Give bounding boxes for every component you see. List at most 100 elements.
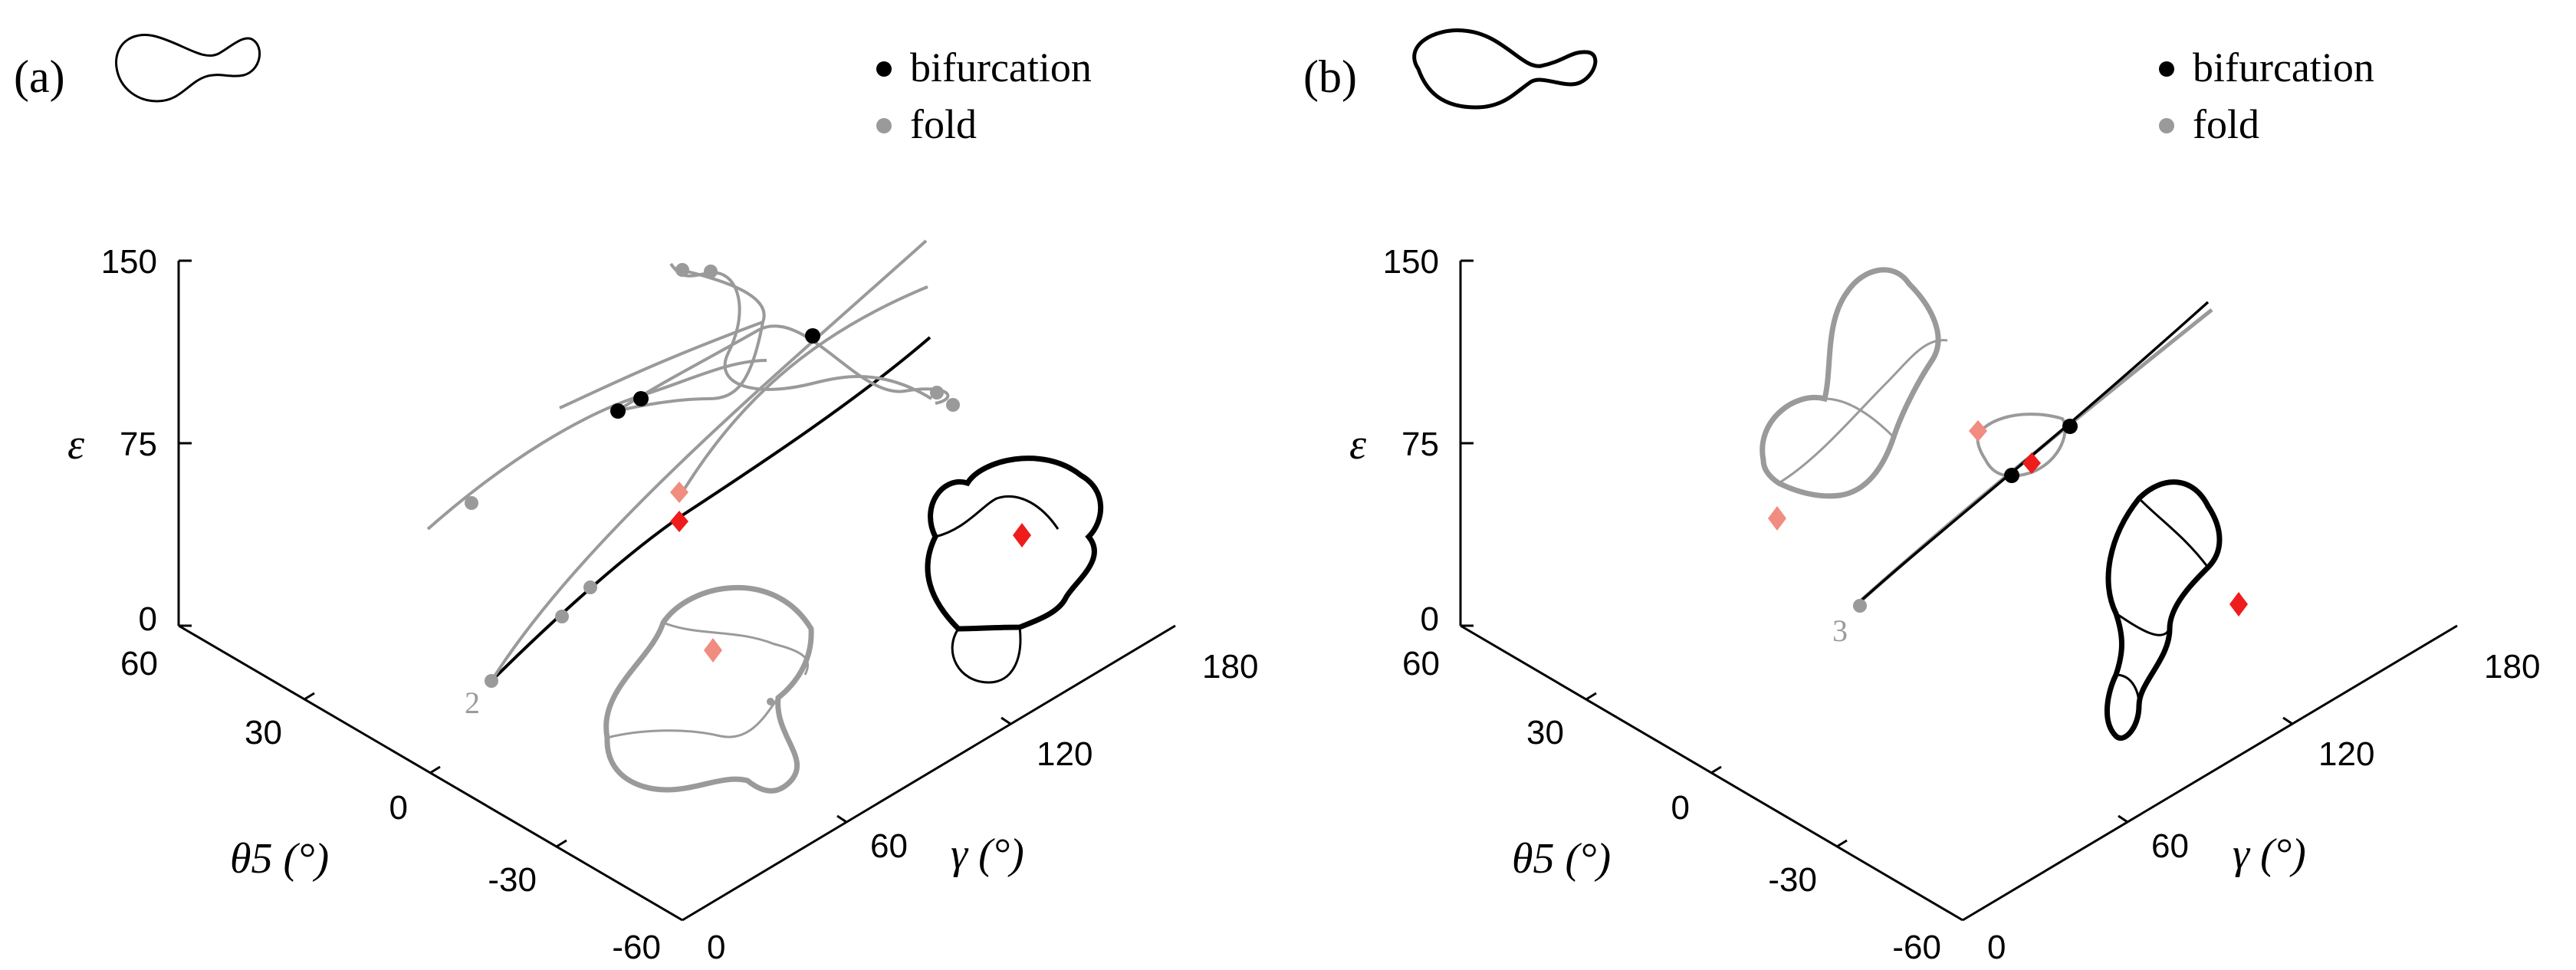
theta-tick-label-m30: -30 xyxy=(488,861,537,899)
z-axis-label: ε xyxy=(67,421,85,469)
gamma-tick-label-60: 60 xyxy=(2151,827,2189,865)
inset-diamond xyxy=(1768,506,1786,531)
inset-curve xyxy=(1760,267,1941,499)
gamma-tick-label-180: 180 xyxy=(2484,648,2540,686)
inset-diamond xyxy=(2229,592,2248,617)
legend-bifurcation-marker xyxy=(2159,61,2174,77)
theta-tick-0 xyxy=(429,765,441,774)
inset-curve xyxy=(2104,479,2223,741)
panel-a-label: (a) xyxy=(14,51,65,102)
bifurcation-markers xyxy=(610,328,820,419)
theta-tick-label-30: 30 xyxy=(1526,714,1564,751)
fold-marker xyxy=(485,674,498,688)
inset-diamond xyxy=(704,638,722,663)
z-tick-label-0: 0 xyxy=(139,600,157,638)
fold-marker xyxy=(675,263,689,277)
gamma-tick-120 xyxy=(2282,716,2293,725)
gamma-tick-label-0: 0 xyxy=(1987,929,2006,966)
legend-fold-label: fold xyxy=(2193,101,2259,147)
gamma-axis xyxy=(1962,624,2458,922)
theta-tick-label-0: 0 xyxy=(389,789,408,827)
legend-bifurcation-label: bifurcation xyxy=(2193,44,2374,90)
theta-axis-label: θ5 (°) xyxy=(1512,835,1611,883)
secondary-branch-line xyxy=(616,267,766,413)
theta-tick-label-m60: -60 xyxy=(612,929,661,966)
inset-curve xyxy=(606,621,810,739)
fold-marker xyxy=(704,265,718,278)
inset-shape-black xyxy=(2104,479,2248,741)
fold-marker xyxy=(946,398,960,412)
fold-marker xyxy=(930,386,944,400)
gamma-tick-120 xyxy=(1001,716,1011,725)
z-tick-label-150: 150 xyxy=(101,243,157,281)
highlight-diamond-light xyxy=(1969,420,1987,442)
highlight-diamond xyxy=(2022,452,2041,474)
fold-marker xyxy=(1853,599,1867,613)
gamma-tick-label-180: 180 xyxy=(1202,648,1258,686)
secondary-branches xyxy=(426,239,950,682)
legend-bifurcation-label: bifurcation xyxy=(910,44,1092,90)
bifurcation-marker xyxy=(633,391,649,406)
legend-fold-label: fold xyxy=(910,101,977,147)
branch-label-a: 2 xyxy=(465,686,480,720)
gamma-tick-label-120: 120 xyxy=(1037,735,1092,773)
theta-tick-label-60: 60 xyxy=(120,645,158,682)
shape-icon-a xyxy=(115,34,261,103)
branch-label-b: 3 xyxy=(1832,613,1848,648)
gamma-tick-label-60: 60 xyxy=(870,827,908,865)
gamma-tick-label-0: 0 xyxy=(707,929,725,966)
inset-curve xyxy=(1778,339,1948,485)
theta-tick-label-0: 0 xyxy=(1671,789,1690,827)
bifurcation-marker xyxy=(805,328,820,344)
theta-tick-label-m60: -60 xyxy=(1892,929,1941,966)
fold-marker xyxy=(583,580,597,594)
secondary-branch-line xyxy=(490,239,928,682)
theta-tick-label-60: 60 xyxy=(1402,645,1440,682)
z-tick-label-150: 150 xyxy=(1383,243,1439,281)
gamma-tick-60 xyxy=(2118,814,2128,824)
z-tick-label-0: 0 xyxy=(1421,600,1439,638)
gamma-axis xyxy=(682,624,1176,922)
fold-markers xyxy=(465,263,960,688)
theta-tick-m30 xyxy=(556,839,567,848)
bifurcation-marker xyxy=(610,403,626,419)
highlight-diamond-light xyxy=(670,482,688,503)
panel-a: (a) bifurcation fold 150 75 0 ε 60 30 0 … xyxy=(14,34,1258,966)
primary-branch-line xyxy=(490,336,932,682)
theta-tick-30 xyxy=(304,692,315,701)
inset-diamond xyxy=(1013,523,1031,547)
theta-tick-label-m30: -30 xyxy=(1768,861,1817,899)
bifurcation-marker xyxy=(2004,468,2019,483)
legend-bifurcation-marker xyxy=(876,61,892,77)
theta-tick-30 xyxy=(1585,692,1597,701)
legend-fold-marker xyxy=(876,118,892,133)
fold-marker xyxy=(465,496,478,510)
legend-fold-marker xyxy=(2159,118,2174,133)
theta-tick-label-30: 30 xyxy=(245,714,282,751)
primary-branch-line xyxy=(1854,301,2210,607)
secondary-branch-loop xyxy=(1976,413,2067,478)
gamma-tick-label-120: 120 xyxy=(2318,735,2374,773)
inset-shape-black xyxy=(925,455,1104,684)
inset-curve xyxy=(935,495,1060,684)
inset-shape-grey xyxy=(603,584,814,794)
fold-marker xyxy=(555,610,569,623)
secondary-branch-line xyxy=(559,321,764,409)
inset-curve xyxy=(2115,497,2210,706)
panel-b: (b) bifurcation fold 150 75 0 ε 60 30 0 … xyxy=(1303,28,2540,966)
theta-tick-m30 xyxy=(1836,839,1848,848)
inset-curve xyxy=(603,584,814,794)
bifurcation-marker xyxy=(2062,419,2078,434)
gamma-axis-label: γ (°) xyxy=(951,830,1024,878)
highlight-diamond xyxy=(670,511,688,532)
theta-axis-label: θ5 (°) xyxy=(230,835,329,883)
inset-shape-grey xyxy=(1760,267,1948,531)
gamma-tick-60 xyxy=(836,814,847,824)
shape-icon-b xyxy=(1412,28,1598,110)
secondary-branch-line xyxy=(669,262,933,400)
theta-tick-0 xyxy=(1710,765,1722,774)
z-tick-label-75: 75 xyxy=(1401,426,1439,463)
secondary-branch-line xyxy=(681,285,928,494)
z-axis-label: ε xyxy=(1349,421,1367,469)
